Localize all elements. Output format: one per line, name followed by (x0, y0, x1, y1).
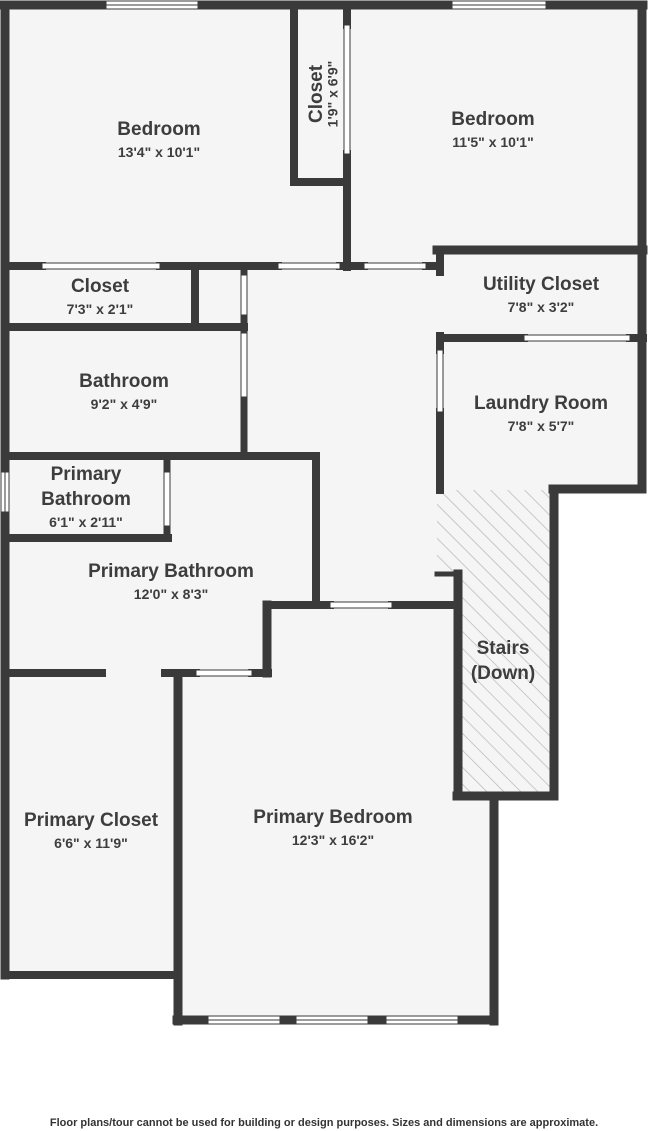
room-name: Utility Closet (483, 274, 600, 295)
room-dimensions: 9'2" x 4'9" (91, 396, 158, 412)
room-dimensions: 11'5" x 10'1" (452, 134, 533, 150)
door (436, 349, 444, 413)
room-name: (Down) (471, 663, 535, 684)
door (240, 332, 248, 398)
door (41, 262, 161, 270)
disclaimer-text: Floor plans/tour cannot be used for buil… (49, 1117, 599, 1129)
room-name: Bedroom (451, 109, 534, 130)
door (329, 601, 393, 609)
door (523, 334, 631, 342)
room-dimensions: 7'3" x 2'1" (67, 301, 134, 317)
room-dimensions: 7'8" x 5'7" (508, 418, 575, 434)
room-name: Bedroom (117, 119, 200, 140)
room-name: Laundry Room (474, 393, 608, 414)
room-name: Primary Bedroom (253, 807, 412, 828)
room-dimensions: 6'6" x 11'9" (54, 835, 128, 851)
room-dimensions: 13'4" x 10'1" (118, 144, 200, 160)
stairs-hatch (437, 490, 553, 794)
door-openings (41, 24, 631, 677)
walls (0, 0, 648, 1026)
room-dimensions: 6'1" x 2'11" (49, 514, 123, 530)
windows (0, 0, 547, 1025)
room-name: Primary Bathroom (88, 561, 254, 582)
door (240, 274, 248, 316)
door (277, 262, 341, 270)
room-dimensions: 7'8" x 3'2" (508, 299, 575, 315)
room-name: Bathroom (79, 371, 169, 392)
room-dimensions: 12'3" x 16'2" (292, 832, 374, 848)
door (343, 24, 351, 155)
room-name: Primary Closet (24, 810, 159, 831)
door (163, 471, 171, 527)
room-name: Stairs (477, 638, 530, 659)
room-name: Primary (51, 464, 122, 485)
room-name: Closet (306, 64, 327, 123)
room-dimensions: 1'9" x 6'9" (325, 61, 341, 128)
room-labels: Bedroom 13'4" x 10'1" Closet 1'9" x 6'9"… (24, 61, 608, 851)
floor-fill (4, 4, 644, 1021)
room-name: Bathroom (41, 489, 131, 510)
door (363, 262, 427, 270)
room-name: Closet (71, 276, 130, 297)
room-dimensions: 12'0" x 8'3" (134, 586, 208, 602)
door (195, 669, 253, 677)
